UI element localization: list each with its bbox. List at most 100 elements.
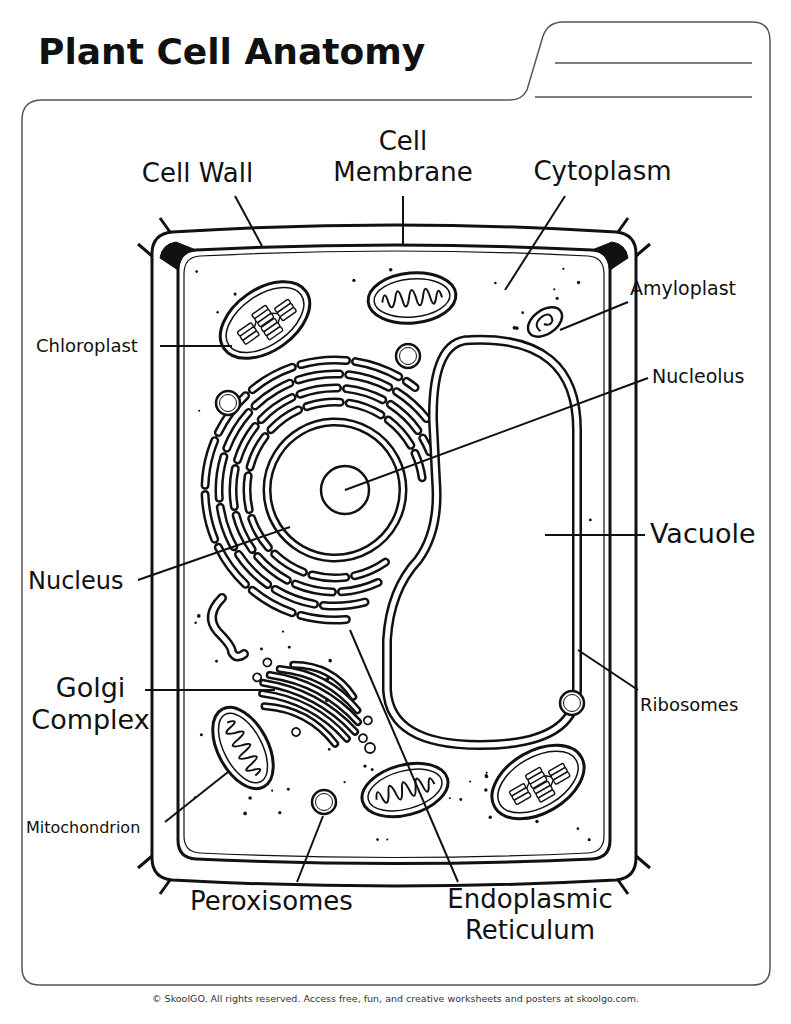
cytoplasm-dot — [577, 281, 580, 284]
cytoplasm-dot — [449, 797, 451, 799]
cytoplasm-dot — [556, 297, 559, 300]
peroxisome — [564, 695, 581, 712]
peroxisome — [560, 691, 584, 715]
cytoplasm-dot — [386, 838, 388, 840]
part-label: Cytoplasm — [515, 156, 690, 187]
golgi-vesicle — [365, 743, 375, 753]
golgi-vesicle — [358, 733, 369, 744]
er-membrane — [233, 388, 430, 592]
leader-lines — [578, 650, 638, 690]
chloroplast — [206, 266, 323, 374]
cytoplasm-dot — [197, 614, 201, 618]
cytoplasm-dot — [469, 780, 471, 782]
mitochondrion — [381, 287, 442, 308]
mitochondrion — [372, 276, 451, 320]
golgi-cisterna — [262, 686, 351, 739]
cytoplasm-dot — [588, 838, 591, 841]
cytoplasm-dot — [200, 733, 203, 736]
chloroplast — [206, 266, 323, 374]
leader-lines — [560, 302, 628, 330]
vacuole — [387, 340, 577, 745]
cytoplasm-dot — [328, 659, 332, 663]
chloroplast — [538, 790, 555, 803]
cytoplasm-dot — [195, 270, 198, 273]
cytoplasm-dot — [288, 646, 291, 649]
part-label: Cell Wall — [120, 158, 275, 189]
cytoplasm-dot — [198, 410, 200, 412]
peroxisome — [396, 344, 420, 368]
cytoplasm-dot — [287, 788, 290, 791]
cell-wall — [160, 242, 196, 270]
er-membrane — [233, 388, 430, 592]
mitochondrion — [208, 706, 277, 791]
mitochondrion — [363, 762, 446, 818]
cytoplasm-dot — [589, 518, 592, 521]
mitochondrion — [356, 754, 454, 825]
part-label: Vacuole — [650, 518, 756, 550]
peroxisome — [316, 794, 333, 811]
nucleus — [267, 422, 403, 558]
peroxisome — [312, 790, 336, 814]
cytoplasm-dot — [282, 630, 284, 632]
cytoplasm-dot — [553, 288, 555, 290]
er-membrane — [219, 374, 426, 606]
leader-lines — [402, 196, 404, 246]
cytoplasm-dot — [459, 798, 462, 801]
cytoplasm-dot — [243, 812, 247, 816]
part-label: Ribosomes — [640, 694, 738, 716]
part-label: Endoplasmic Reticulum — [420, 884, 640, 946]
cell-wall — [138, 218, 650, 894]
part-label: Chloroplast — [36, 335, 138, 357]
leader-lines — [145, 689, 275, 691]
cytoplasm-dot — [376, 838, 379, 841]
part-label: Nucleolus — [652, 365, 745, 388]
cytoplasm-dot — [515, 326, 519, 330]
chloroplast — [479, 730, 597, 834]
cytoplasm-dot — [485, 775, 489, 779]
cytoplasm-dot — [216, 311, 218, 313]
leader-lines — [350, 630, 458, 882]
name-line — [555, 62, 752, 64]
peroxisome — [400, 348, 417, 365]
cell-wall — [152, 225, 636, 886]
peroxisome — [220, 395, 237, 412]
leader-lines — [235, 196, 262, 246]
chloroplast — [525, 772, 555, 798]
leader-lines — [505, 196, 565, 290]
cell-wall — [592, 242, 628, 270]
mitochondrion — [366, 269, 458, 326]
chloroplast — [514, 792, 531, 805]
peroxisome — [216, 391, 240, 415]
golgi-vesicle — [262, 657, 273, 668]
chloroplast — [215, 274, 316, 365]
part-label: Cell Membrane — [318, 126, 488, 188]
endoplasmic-reticulum — [205, 360, 430, 620]
golgi-cisterna — [264, 698, 339, 744]
smooth-er-tubule — [212, 598, 244, 657]
copyright-note: © SkoolGO. All rights reserved. Access f… — [0, 993, 791, 1004]
leader-lines — [345, 378, 648, 490]
amyloplast — [523, 301, 568, 342]
cytoplasm-dot — [577, 827, 580, 830]
golgi-vesicle — [252, 672, 263, 683]
chloroplast — [479, 730, 597, 834]
mitochondrion — [356, 754, 454, 825]
vacuole — [387, 340, 577, 745]
amyloplast — [523, 301, 568, 342]
leader-lines — [138, 527, 290, 580]
er-membrane — [247, 402, 422, 578]
date-line — [535, 96, 752, 98]
cytoplasm-dot — [248, 796, 252, 800]
cytoplasm-dot — [271, 790, 273, 792]
golgi-cisterna — [262, 686, 351, 739]
part-label: Golgi Complex — [18, 672, 163, 737]
mitochondrion — [366, 269, 458, 326]
worksheet-frame — [22, 22, 770, 985]
cytoplasm-dot — [371, 768, 374, 771]
er-membrane — [205, 360, 415, 620]
cytoplasm-dot — [363, 764, 366, 767]
cytoplasm-dot — [215, 660, 218, 663]
cytoplasm-dot — [278, 811, 281, 814]
cytoplasm-dot — [489, 816, 492, 819]
